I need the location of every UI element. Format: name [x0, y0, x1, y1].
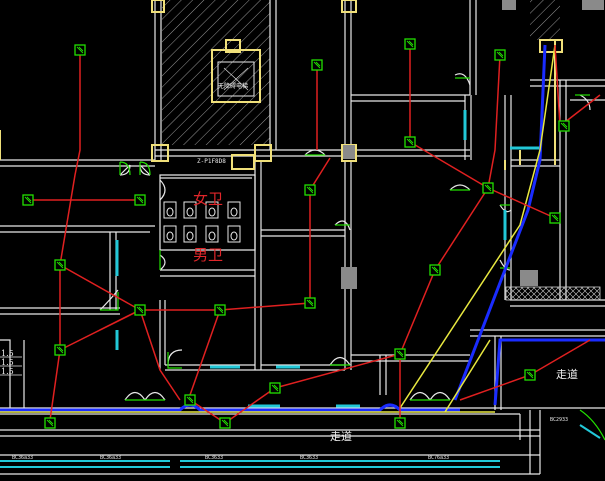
smoke-detector-icon	[22, 194, 34, 206]
smoke-detector-icon	[394, 417, 406, 429]
green-doors	[100, 77, 605, 441]
smoke-detector-icon	[134, 194, 146, 206]
side-value-3: 1.5	[1, 367, 14, 376]
bottom-tags: BC36a33 BC36a33 BC3633 BC3633 BC76a33	[12, 455, 449, 461]
smoke-detector-icon	[304, 184, 316, 196]
blue-trunk	[0, 44, 605, 412]
smoke-detector-icon	[394, 348, 406, 360]
windows	[115, 110, 540, 408]
smoke-detector-icon	[558, 120, 570, 132]
bottom-tag-1: BC36a33	[12, 455, 33, 461]
smoke-detector-icon	[184, 394, 196, 406]
right-tag: BC2933	[550, 417, 568, 423]
smoke-detector-icon	[74, 44, 86, 56]
stair-shaft	[162, 0, 560, 145]
smoke-detector-icon	[219, 417, 231, 429]
toilet-fixtures	[163, 201, 241, 243]
mens-restroom-label: 男卫	[193, 246, 223, 264]
bottom-tag-2: BC36a33	[100, 455, 121, 461]
corridor-label: 走道	[330, 429, 352, 443]
yellow-trunk	[0, 44, 556, 413]
smoke-detector-icon	[549, 212, 561, 224]
smoke-detector-icon	[54, 344, 66, 356]
smoke-detector-icon	[44, 417, 56, 429]
column-grey	[341, 0, 604, 289]
smoke-detector-icon	[54, 259, 66, 271]
detector-layer	[22, 38, 570, 429]
smoke-detector-icon	[404, 38, 416, 50]
smoke-detector-icon	[214, 304, 226, 316]
smoke-detector-icon	[494, 49, 506, 61]
smoke-detector-icon	[482, 182, 494, 194]
womens-restroom-label: 女卫	[193, 190, 223, 208]
grating	[505, 286, 601, 301]
elevator: 无障碍电梯 Z-P1F8D8	[197, 61, 255, 165]
side-values: 1.5 1.5 1.5	[0, 349, 22, 376]
smoke-detector-icon	[311, 59, 323, 71]
smoke-detector-icon	[269, 382, 281, 394]
corridor-label-right: 走道	[556, 367, 578, 381]
shaft-tag: Z-P1F8D8	[197, 158, 226, 165]
side-value-1: 1.5	[1, 349, 14, 358]
smoke-detector-icon	[304, 297, 316, 309]
side-value-2: 1.5	[1, 358, 14, 367]
bottom-tag-3: BC3633	[205, 455, 223, 461]
columns	[0, 0, 563, 170]
bottom-tag-4: BC3633	[300, 455, 318, 461]
smoke-detector-icon	[134, 304, 146, 316]
smoke-detector-icon	[524, 369, 536, 381]
elevator-label: 无障碍电梯	[218, 82, 248, 90]
corridor-glazing	[0, 424, 601, 468]
smoke-detector-icon	[404, 136, 416, 148]
bottom-tag-5: BC76a33	[428, 455, 449, 461]
smoke-detector-icon	[429, 264, 441, 276]
